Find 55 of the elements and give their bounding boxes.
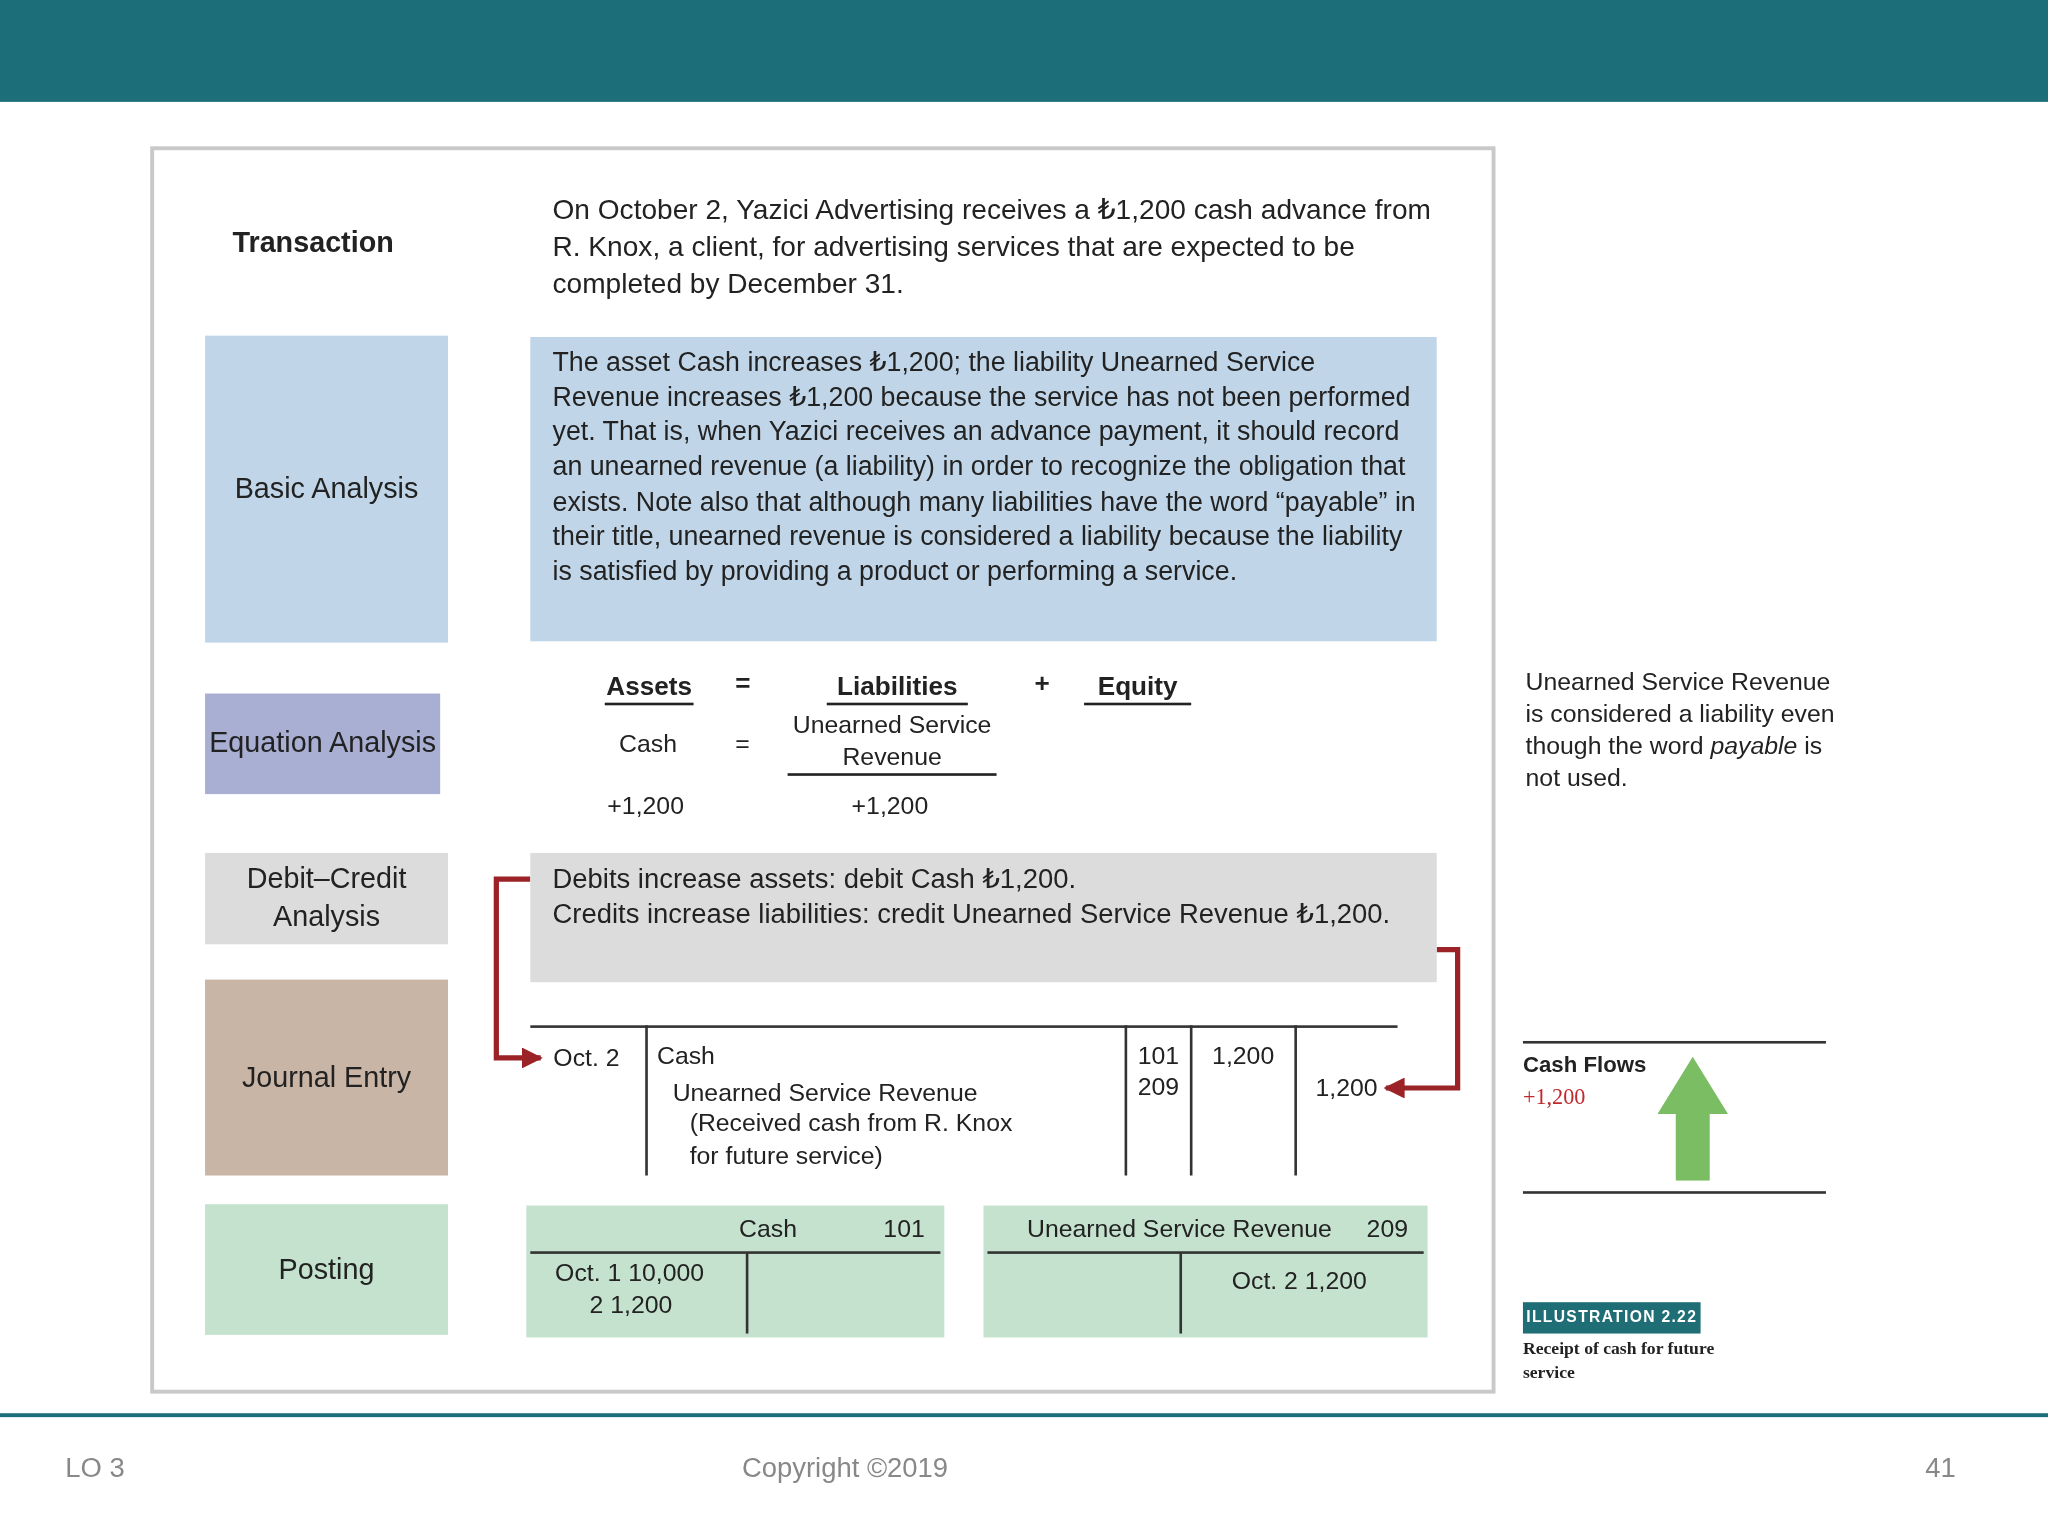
account-text: Unearned Service Revenue [1026,1213,1333,1245]
node-label: 1,200 [1315,1072,1378,1103]
section-heading: Cash Flows [1522,1051,1648,1080]
amount-text: +1,200 [851,790,930,821]
explanation-text: (Received cash from R. Knox for future service) [689,1107,1014,1171]
column-heading: Liabilities [826,668,968,706]
footer-text: LO 3 [65,1451,125,1485]
t-account [983,1205,1428,1338]
arrow [493,876,543,1069]
amount-text: +1,200 [607,790,685,821]
analysis-box [530,852,1437,983]
plus-sign: + [1034,667,1051,700]
account-text: 209 [1365,1213,1408,1245]
account-text: 101 [882,1213,925,1245]
t-account [526,1205,945,1338]
node-label: Debit–Credit Analysis [245,861,408,935]
account-name: Cash [619,729,679,760]
account-name: Cash [657,1041,716,1072]
row-header [205,852,448,945]
equals-sign: = [735,729,751,760]
node-label: Basic Analysis [234,470,419,507]
amount-text: 1,200 [1212,1041,1276,1072]
side-note: Unearned Service Revenue is considered a liability even though the word payable is not used. [1525,666,1836,794]
analysis-box [530,337,1437,642]
account-text: Cash [738,1213,798,1245]
account-name: Unearned Service Revenue [787,709,997,777]
account-text: 2 1,200 [588,1289,674,1320]
node-label: Equation Analysis [209,725,436,762]
illustration-caption: Receipt of cash for future service [1522,1337,1716,1384]
analysis-text: The asset Cash increases ₺1,200; the liability Unearned Service Revenue increases ₺1,200 because the service has not been performed yet. That is, when Yazici receives an advance payment, it should record an unearned revenue (a liability) in order to recognize the obligation that exists. Note also that although many liabilities have the word “payable” in their title, unearned revenue is considered a liability because the liability is satisfied by providing a product or performing a service. [552,345,1417,588]
row-header [205,979,448,1176]
page-number: 41 [1925,1451,1956,1485]
account-number: 101 [1137,1041,1181,1072]
amount-text: +1,200 [1522,1083,1587,1111]
column-heading: Equity [1084,668,1192,706]
arrow [1383,946,1461,1099]
account-name: Unearned Service Revenue [672,1077,979,1109]
row-title: Transaction [232,224,395,261]
node-label: Posting [278,1251,375,1287]
illustration-badge [1522,1302,1701,1334]
node-label: Oct. 2 [553,1042,620,1073]
column-heading: Assets [604,668,694,706]
node-label: Journal Entry [241,1059,412,1095]
row-header [205,1204,448,1335]
analysis-text: Credits increase liabilities: credit Unearned Service Revenue ₺1,200. [552,898,1392,932]
row-header [205,693,441,795]
footer-text: Copyright ©2019 [741,1451,949,1485]
transaction-text: On October 2, Yazici Advertising receives a ₺1,200 cash advance from R. Knox, a client, for advertising services that are expected to be completed by December 31. [552,193,1432,301]
analysis-text: Debits increase assets: debit Cash ₺1,200. [552,862,1078,896]
equals-sign: = [735,667,752,700]
account-text: Oct. 2 1,200 [1231,1265,1368,1297]
account-text: Oct. 1 10,000 [555,1258,706,1289]
node-label: ILLUSTRATION 2.22 [1526,1307,1698,1328]
row-header [205,335,448,643]
account-number: 209 [1137,1071,1181,1102]
